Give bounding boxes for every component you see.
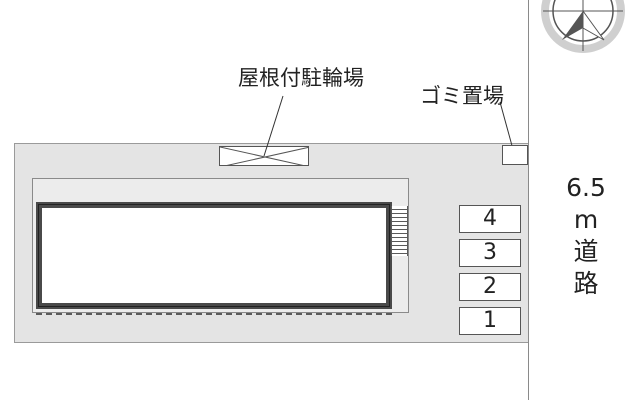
road-width: 6.5 bbox=[566, 173, 606, 202]
parking-space-2: 2 bbox=[459, 273, 521, 301]
building bbox=[36, 202, 392, 309]
parking-space-3: 3 bbox=[459, 239, 521, 267]
road-name-char-1: 道 bbox=[573, 237, 599, 266]
parking-spaces: 4 3 2 1 bbox=[459, 205, 521, 339]
parking-space-1: 1 bbox=[459, 307, 521, 335]
stairs bbox=[391, 206, 408, 256]
compass-rose-icon bbox=[541, 0, 625, 53]
road-label: 6.5 m 道 路 bbox=[562, 172, 610, 300]
road-name-char-2: 路 bbox=[573, 269, 599, 298]
garbage-area-label: ゴミ置場 bbox=[420, 84, 504, 108]
building-dashed-edge bbox=[36, 313, 392, 315]
garbage-area bbox=[502, 145, 528, 165]
cross-hatch-icon bbox=[220, 147, 308, 165]
parking-space-4: 4 bbox=[459, 205, 521, 233]
road-width-unit: m bbox=[573, 205, 599, 234]
road-edge-line bbox=[528, 0, 529, 400]
bicycle-parking-label: 屋根付駐輪場 bbox=[238, 66, 364, 90]
